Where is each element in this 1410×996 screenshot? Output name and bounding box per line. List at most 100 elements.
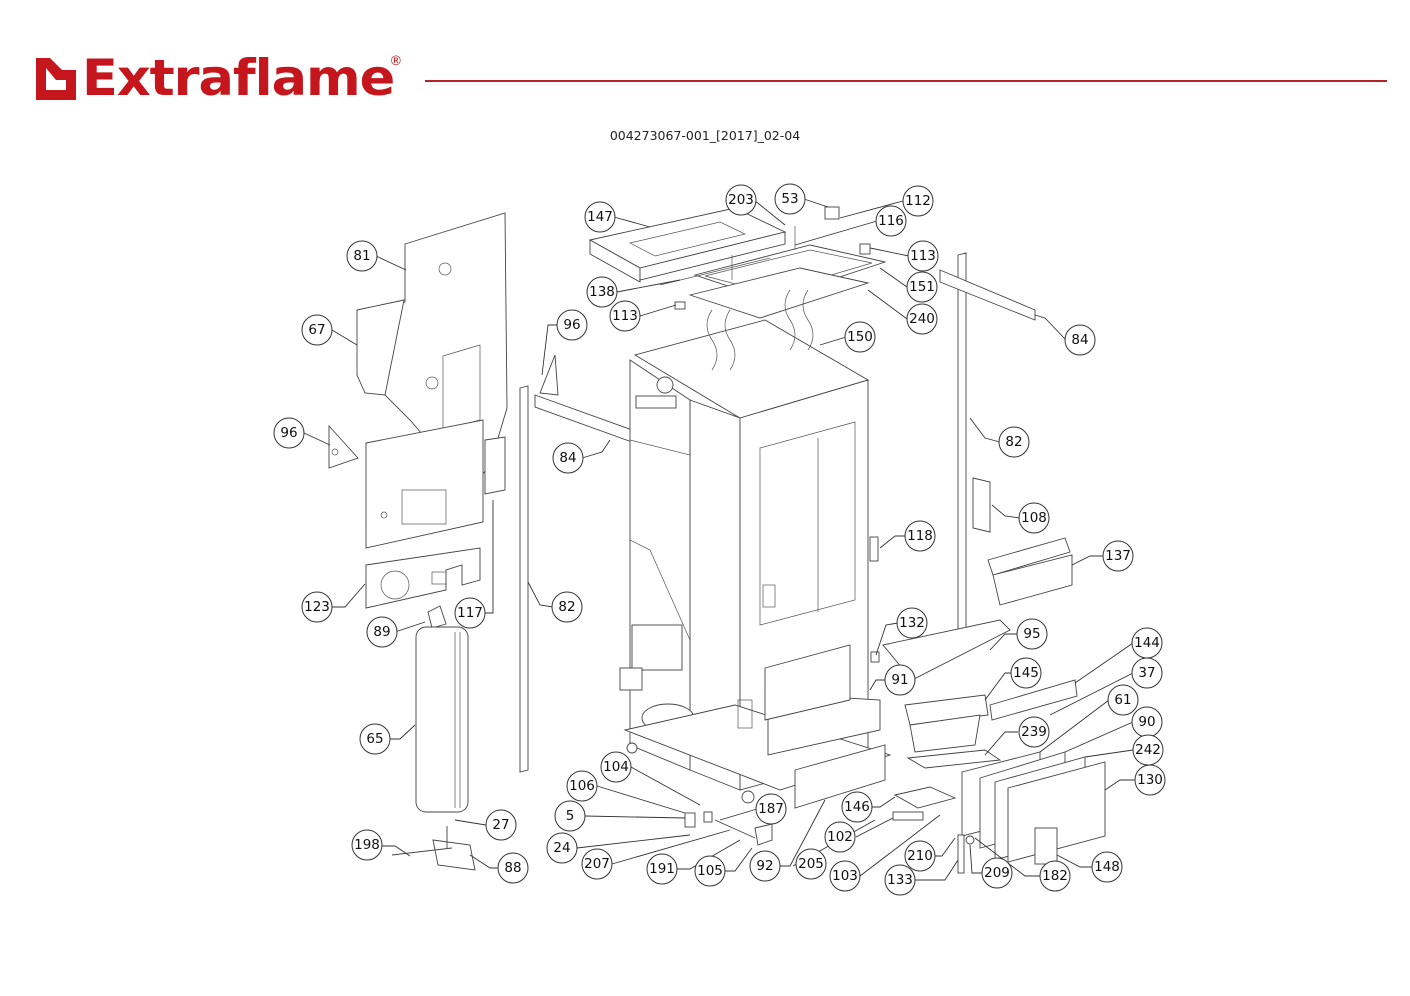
callout-105[interactable]: 105 — [694, 855, 726, 887]
callout-27[interactable]: 27 — [485, 809, 517, 841]
callout-53-label: 53 — [781, 191, 798, 207]
callout-242-label: 242 — [1135, 742, 1161, 758]
document-code: 004273067-001_[2017]_02-04 — [609, 128, 801, 143]
callout-5[interactable]: 5 — [554, 800, 586, 832]
callout-137-label: 137 — [1105, 548, 1131, 564]
callout-82-left[interactable]: 82 — [551, 591, 583, 623]
callout-84-right-label: 84 — [1071, 332, 1088, 348]
part-bracket-113 — [859, 243, 871, 255]
callout-96-mid[interactable]: 96 — [556, 309, 588, 341]
callout-182[interactable]: 182 — [1039, 860, 1071, 892]
callout-84-left-label: 84 — [559, 450, 576, 466]
part-expansion-vessel — [415, 626, 469, 813]
header-rule — [425, 80, 1387, 82]
callout-210[interactable]: 210 — [904, 840, 936, 872]
callout-95[interactable]: 95 — [1016, 618, 1048, 650]
callout-92[interactable]: 92 — [749, 850, 781, 882]
callout-145[interactable]: 145 — [1010, 657, 1042, 689]
callout-138[interactable]: 138 — [586, 276, 618, 308]
callout-89[interactable]: 89 — [366, 616, 398, 648]
callout-96-left[interactable]: 96 — [273, 417, 305, 449]
callout-207-label: 207 — [584, 856, 610, 872]
callout-106[interactable]: 106 — [566, 770, 598, 802]
callout-104-label: 104 — [603, 759, 629, 775]
callout-104[interactable]: 104 — [600, 751, 632, 783]
callout-150[interactable]: 150 — [844, 321, 876, 353]
callout-112[interactable]: 112 — [902, 185, 934, 217]
callout-209[interactable]: 209 — [981, 857, 1013, 889]
callout-84-left[interactable]: 84 — [552, 442, 584, 474]
callout-133[interactable]: 133 — [884, 864, 916, 896]
callout-151-label: 151 — [909, 279, 935, 295]
part-bracket-88 — [391, 826, 476, 871]
callout-137[interactable]: 137 — [1102, 540, 1134, 572]
part-stove-body — [619, 289, 892, 809]
callout-203[interactable]: 203 — [725, 184, 757, 216]
callout-151[interactable]: 151 — [906, 271, 938, 303]
callout-37-label: 37 — [1138, 665, 1155, 681]
callout-113-top[interactable]: 113 — [907, 240, 939, 272]
callout-148[interactable]: 148 — [1091, 851, 1123, 883]
callout-242[interactable]: 242 — [1132, 734, 1164, 766]
callout-146[interactable]: 146 — [841, 791, 873, 823]
callout-191-label: 191 — [649, 861, 675, 877]
callout-147[interactable]: 147 — [584, 201, 616, 233]
callout-67[interactable]: 67 — [301, 314, 333, 346]
callout-132-label: 132 — [899, 615, 925, 631]
callout-205[interactable]: 205 — [795, 848, 827, 880]
part-panel-67 — [356, 299, 405, 396]
callout-145-label: 145 — [1013, 665, 1039, 681]
callout-112-label: 112 — [905, 193, 931, 209]
part-bracket-84-right — [939, 269, 1036, 321]
callout-118[interactable]: 118 — [904, 520, 936, 552]
callout-123[interactable]: 123 — [301, 591, 333, 623]
callout-82-right[interactable]: 82 — [998, 426, 1030, 458]
callout-133-label: 133 — [887, 872, 913, 888]
callout-24[interactable]: 24 — [546, 832, 578, 864]
callouts: 147 203 53 112 116 113 151 240 138 113 1… — [273, 183, 1166, 896]
callout-53[interactable]: 53 — [774, 183, 806, 215]
callout-102[interactable]: 102 — [824, 821, 856, 853]
callout-113-mid[interactable]: 113 — [609, 300, 641, 332]
callout-91-label: 91 — [891, 672, 908, 688]
callout-91[interactable]: 91 — [884, 664, 916, 696]
callout-81[interactable]: 81 — [346, 240, 378, 272]
callout-198[interactable]: 198 — [351, 829, 383, 861]
callout-148-label: 148 — [1094, 859, 1120, 875]
callout-90[interactable]: 90 — [1131, 706, 1163, 738]
part-bracket-84-left — [534, 394, 633, 443]
callout-116[interactable]: 116 — [875, 205, 907, 237]
callout-88-label: 88 — [504, 860, 521, 876]
callout-240[interactable]: 240 — [906, 303, 938, 335]
callout-61-label: 61 — [1114, 692, 1131, 708]
callout-37[interactable]: 37 — [1131, 657, 1163, 689]
callout-239[interactable]: 239 — [1018, 716, 1050, 748]
callout-82-right-label: 82 — [1005, 434, 1022, 450]
part-rear-panel — [384, 212, 508, 491]
callout-96-mid-label: 96 — [563, 317, 580, 333]
part-rail-82-right — [957, 252, 967, 643]
callout-132[interactable]: 132 — [896, 607, 928, 639]
part-gusset-96-left — [328, 424, 359, 469]
part-deflector-137 — [987, 537, 1073, 606]
callout-116-label: 116 — [878, 213, 904, 229]
callout-198-label: 198 — [354, 837, 380, 853]
callout-61[interactable]: 61 — [1107, 684, 1139, 716]
callout-207[interactable]: 207 — [581, 848, 613, 880]
callout-130[interactable]: 130 — [1134, 764, 1166, 796]
callout-89-label: 89 — [373, 624, 390, 640]
part-plate-108 — [972, 477, 991, 533]
callout-65[interactable]: 65 — [359, 723, 391, 755]
callout-191[interactable]: 191 — [646, 853, 678, 885]
callout-144-label: 144 — [1134, 635, 1160, 651]
callout-144[interactable]: 144 — [1131, 627, 1163, 659]
callout-108[interactable]: 108 — [1018, 502, 1050, 534]
callout-84-right[interactable]: 84 — [1064, 324, 1096, 356]
callout-187[interactable]: 187 — [755, 793, 787, 825]
callout-117[interactable]: 117 — [454, 597, 486, 629]
callout-103[interactable]: 103 — [829, 860, 861, 892]
part-top-cover — [588, 207, 787, 283]
callout-105-label: 105 — [697, 863, 723, 879]
callout-88[interactable]: 88 — [497, 852, 529, 884]
callout-96-left-label: 96 — [280, 425, 297, 441]
